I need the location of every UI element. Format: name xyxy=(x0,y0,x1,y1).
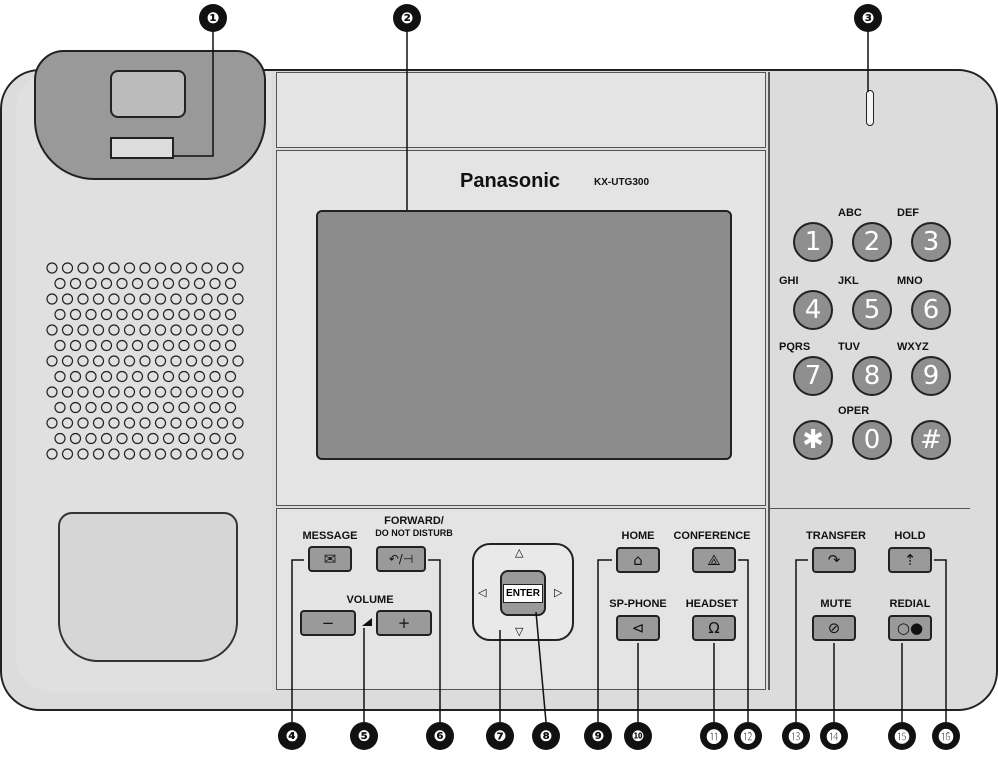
callout-4: ❹ xyxy=(278,722,306,750)
key-7[interactable]: 7 xyxy=(793,356,833,396)
nav-left-arrow[interactable]: ◁ xyxy=(478,586,487,599)
callout-3: ❸ xyxy=(854,4,882,32)
right-lower-divider xyxy=(770,508,970,509)
enter-label: ENTER xyxy=(503,583,543,603)
callout-15: ⓯ xyxy=(888,722,916,750)
key-9[interactable]: 9 xyxy=(911,356,951,396)
key-0[interactable]: 0 xyxy=(852,420,892,460)
callout-16: ⓰ xyxy=(932,722,960,750)
key-letters: OPER xyxy=(838,405,870,417)
brand-logo: Panasonic xyxy=(460,170,561,192)
callout-2: ❷ xyxy=(393,4,421,32)
volume-down-button[interactable]: − xyxy=(300,610,356,636)
enter-button[interactable]: ENTER xyxy=(500,570,546,616)
forward-label: FORWARD/ DO NOT DISTURB xyxy=(374,515,454,539)
key-3[interactable]: 3 xyxy=(911,222,951,262)
callout-12: ⓬ xyxy=(734,722,762,750)
key-5[interactable]: 5 xyxy=(852,290,892,330)
key-6[interactable]: 6 xyxy=(911,290,951,330)
mute-label: MUTE xyxy=(820,598,852,610)
volume-up-button[interactable]: + xyxy=(376,610,432,636)
key-letters: MNO xyxy=(897,275,923,287)
callout-9: ❾ xyxy=(584,722,612,750)
handset-rest xyxy=(58,512,238,662)
home-icon: ⌂ xyxy=(633,551,643,569)
conference-label: CONFERENCE xyxy=(673,530,751,542)
lcd-screen[interactable] xyxy=(316,210,732,460)
forward-dnd-button[interactable]: ↶/⊣ xyxy=(376,546,426,572)
hook-tab xyxy=(110,137,174,159)
forward-label-line2: DO NOT DISTURB xyxy=(375,528,453,538)
hold-label: HOLD xyxy=(894,530,926,542)
mute-button[interactable]: ⊘ xyxy=(812,615,856,641)
redial-icon: ○● xyxy=(896,619,924,637)
key-letters: TUV xyxy=(838,341,860,353)
key-letters: DEF xyxy=(897,207,919,219)
callout-8: ❽ xyxy=(532,722,560,750)
callout-13: ⓭ xyxy=(782,722,810,750)
key-star[interactable]: ✱ xyxy=(793,420,833,460)
mute-icon: ⊘ xyxy=(827,619,841,637)
speaker-icon: ⊲ xyxy=(631,619,645,637)
headset-icon: Ω xyxy=(708,619,720,637)
forward-dnd-icon: ↶/⊣ xyxy=(388,552,414,566)
home-button[interactable]: ⌂ xyxy=(616,547,660,573)
message-button[interactable]: ✉ xyxy=(308,546,352,572)
callout-5: ❺ xyxy=(350,722,378,750)
transfer-button[interactable]: ↷ xyxy=(812,547,856,573)
hook-lever xyxy=(110,70,186,118)
callout-14: ⓮ xyxy=(820,722,848,750)
key-4[interactable]: 4 xyxy=(793,290,833,330)
headset-button[interactable]: Ω xyxy=(692,615,736,641)
key-hash[interactable]: # xyxy=(911,420,951,460)
sp-phone-button[interactable]: ⊲ xyxy=(616,615,660,641)
key-2[interactable]: 2 xyxy=(852,222,892,262)
hold-button[interactable]: ⇡ xyxy=(888,547,932,573)
transfer-icon: ↷ xyxy=(827,551,841,569)
callout-6: ❻ xyxy=(426,722,454,750)
nav-right-arrow[interactable]: ▷ xyxy=(554,586,563,599)
ringer-lamp xyxy=(866,90,874,126)
transfer-label: TRANSFER xyxy=(806,530,866,542)
model-label: KX-UTG300 xyxy=(594,177,650,188)
redial-label: REDIAL xyxy=(889,598,931,610)
key-letters: ABC xyxy=(838,207,862,219)
callout-10: ❿ xyxy=(624,722,652,750)
top-strip-center xyxy=(276,72,766,148)
key-1[interactable]: 1 xyxy=(793,222,833,262)
conference-button[interactable]: ⟁ xyxy=(692,547,736,573)
nav-down-arrow[interactable]: ▽ xyxy=(515,625,524,638)
message-label: MESSAGE xyxy=(302,530,358,542)
key-letters: JKL xyxy=(838,275,859,287)
redial-button[interactable]: ○● xyxy=(888,615,932,641)
volume-label: VOLUME xyxy=(346,594,394,606)
key-letters: WXYZ xyxy=(897,341,929,353)
volume-wedge-icon xyxy=(362,618,372,626)
hold-icon: ⇡ xyxy=(903,551,917,569)
callout-7: ❼ xyxy=(486,722,514,750)
right-column-divider xyxy=(768,72,770,690)
envelope-icon: ✉ xyxy=(323,550,337,568)
conference-icon: ⟁ xyxy=(707,551,721,569)
nav-up-arrow[interactable]: △ xyxy=(515,546,524,559)
home-label: HOME xyxy=(621,530,655,542)
key-letters: GHI xyxy=(779,275,799,287)
key-8[interactable]: 8 xyxy=(852,356,892,396)
forward-label-line1: FORWARD/ xyxy=(384,515,444,527)
headset-label: HEADSET xyxy=(685,598,739,610)
key-letters: PQRS xyxy=(779,341,811,353)
callout-1: ❶ xyxy=(199,4,227,32)
callout-11: ⓫ xyxy=(700,722,728,750)
sp-phone-label: SP-PHONE xyxy=(609,598,667,610)
